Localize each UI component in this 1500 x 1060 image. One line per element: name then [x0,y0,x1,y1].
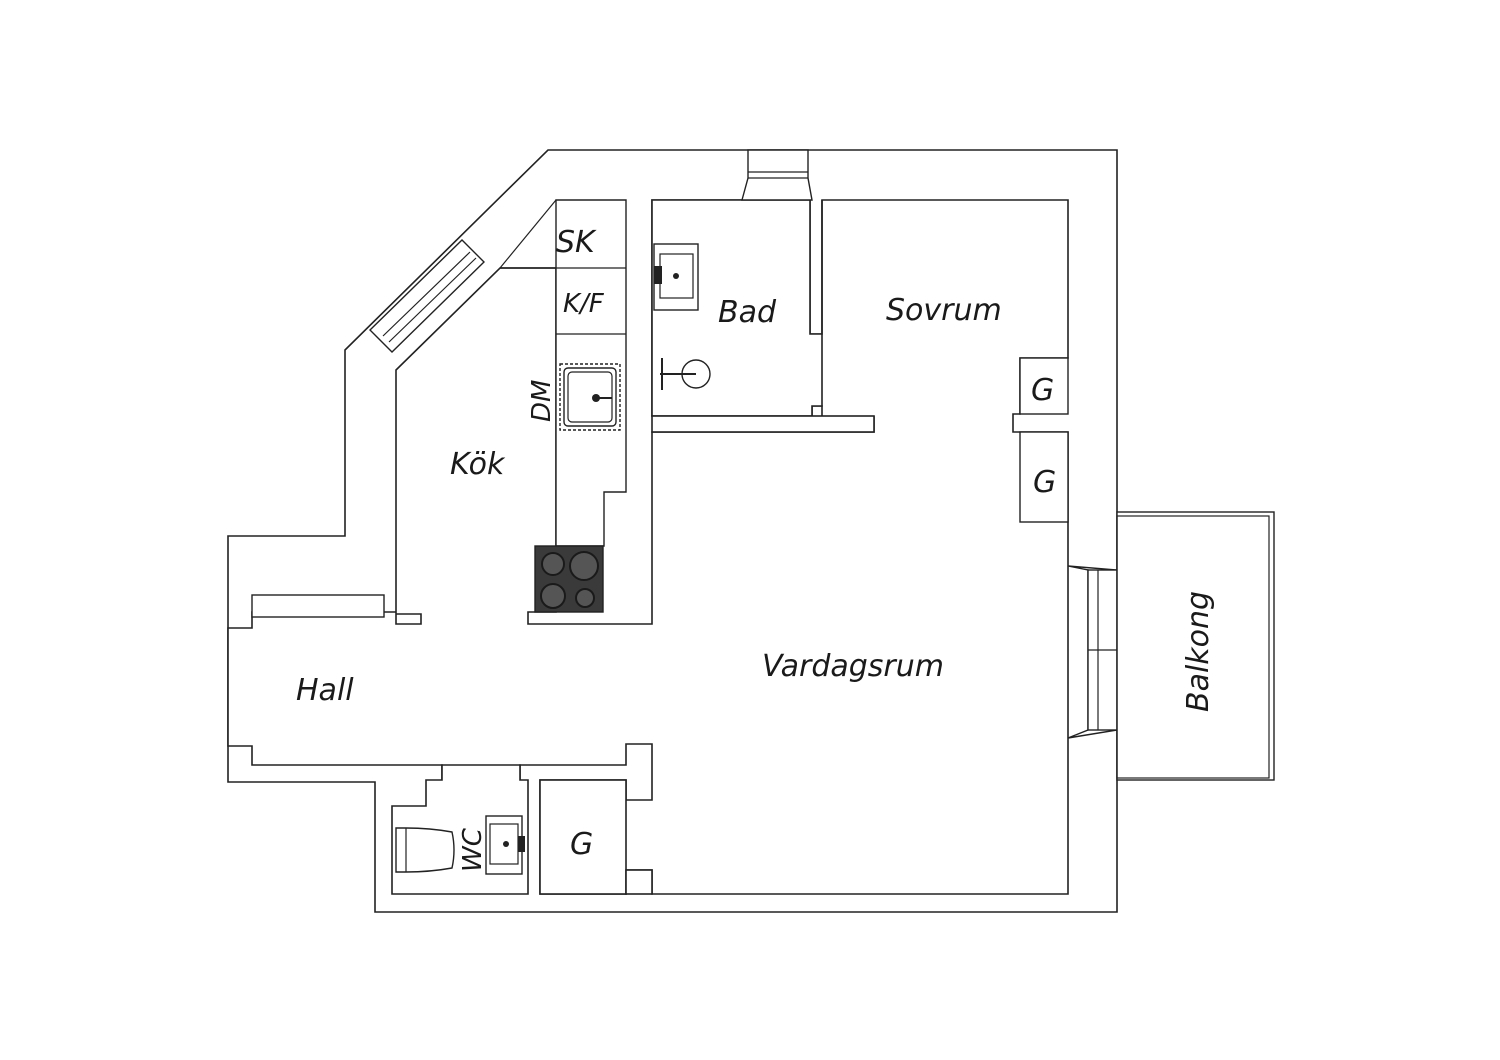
label-balkong: Balkong [1181,591,1216,712]
wc-sink-drain [503,841,509,847]
wall-g-notch [625,869,653,895]
label-kok: Kök [450,447,506,482]
label-wc: WC [458,827,488,872]
balcony-railing [1116,515,1270,779]
label-bad: Bad [718,295,777,330]
bath-sink-tap [654,266,662,284]
label-g-sovrum-2: G [1033,465,1056,500]
stove-burner-3 [540,583,566,609]
kitchen-window-pane [382,251,471,337]
label-vardagsrum: Vardagsrum [762,649,944,684]
kitchen-window [369,239,485,353]
label-g-hall: G [570,827,593,862]
wall-bath-living [651,415,875,433]
label-hall: Hall [296,673,354,708]
sk-divider [499,199,557,269]
stove-burner-4 [575,588,595,608]
label-dm: DM [527,380,557,422]
wardrobe-sovrum-1 [1019,357,1069,415]
stove-burner-1 [541,552,565,576]
balcony [1116,511,1275,781]
label-sk: SK [556,225,597,260]
kitchen-sink [563,367,617,427]
label-sovrum: Sovrum [886,293,1002,328]
stove-burner-2 [569,551,599,581]
label-g-sovrum-1: G [1031,373,1054,408]
bath-sink-drain [673,273,679,279]
wc-sink-tap [518,836,525,852]
label-kf: K/F [563,289,605,319]
wardrobe-sovrum-2 [1019,431,1069,523]
kitchen-window-pane-2 [388,257,477,343]
room-g-hall [539,779,627,895]
toilet-icon [395,827,455,873]
bath-window [741,149,813,201]
hall-shelf [251,594,385,618]
